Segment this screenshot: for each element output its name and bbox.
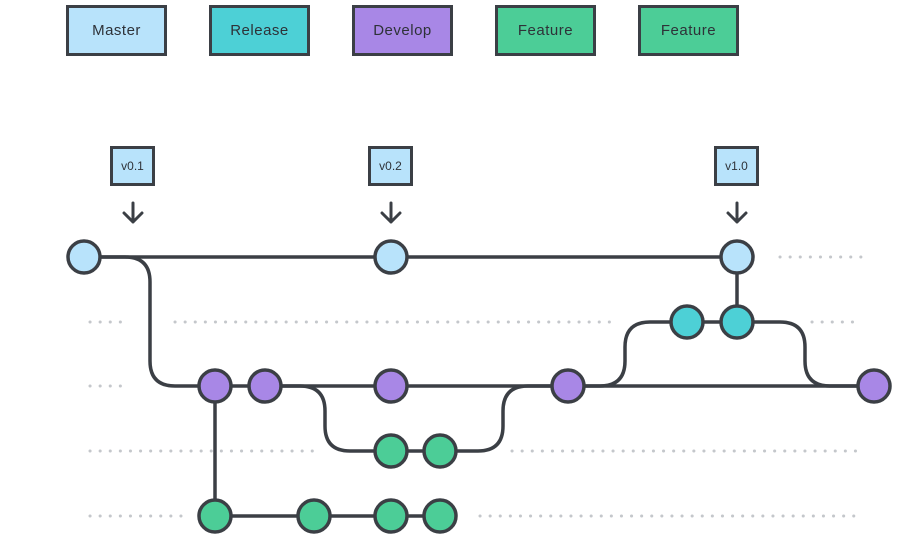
- release-commit: [719, 304, 755, 340]
- develop-commit: [550, 368, 586, 404]
- release-branch: [566, 320, 876, 388]
- master-commit: [66, 239, 102, 275]
- develop-commit: [247, 368, 283, 404]
- feature-commit: [422, 433, 458, 469]
- dotted-guides: [88, 255, 864, 518]
- develop-commit: [197, 368, 233, 404]
- develop-commit: [856, 368, 892, 404]
- legend-master: Master: [66, 5, 167, 56]
- feature-commit: [373, 498, 409, 534]
- tag-v0-2: v0.2: [368, 146, 413, 186]
- legend-feature-1: Feature: [495, 5, 596, 56]
- feature-commit: [422, 498, 458, 534]
- arrow-down-icon: [380, 201, 402, 224]
- legend-feature-2: Feature: [638, 5, 739, 56]
- release-commit: [669, 304, 705, 340]
- branch-legend: Master Release Develop Feature Feature: [66, 5, 739, 56]
- commits: [66, 239, 892, 534]
- legend-release: Release: [209, 5, 310, 56]
- master-to-develop-branch: [98, 255, 217, 388]
- feature-1-branch: [278, 384, 570, 453]
- arrow-down-icon: [726, 201, 748, 224]
- feature-commit: [197, 498, 233, 534]
- tag-arrows: [122, 201, 748, 224]
- feature-commit: [373, 433, 409, 469]
- tag-v0-1: v0.1: [110, 146, 155, 186]
- master-commit: [373, 239, 409, 275]
- develop-commit: [373, 368, 409, 404]
- legend-develop: Develop: [352, 5, 453, 56]
- arrow-down-icon: [122, 201, 144, 224]
- tag-v1-0: v1.0: [714, 146, 759, 186]
- master-commit: [719, 239, 755, 275]
- feature-commit: [296, 498, 332, 534]
